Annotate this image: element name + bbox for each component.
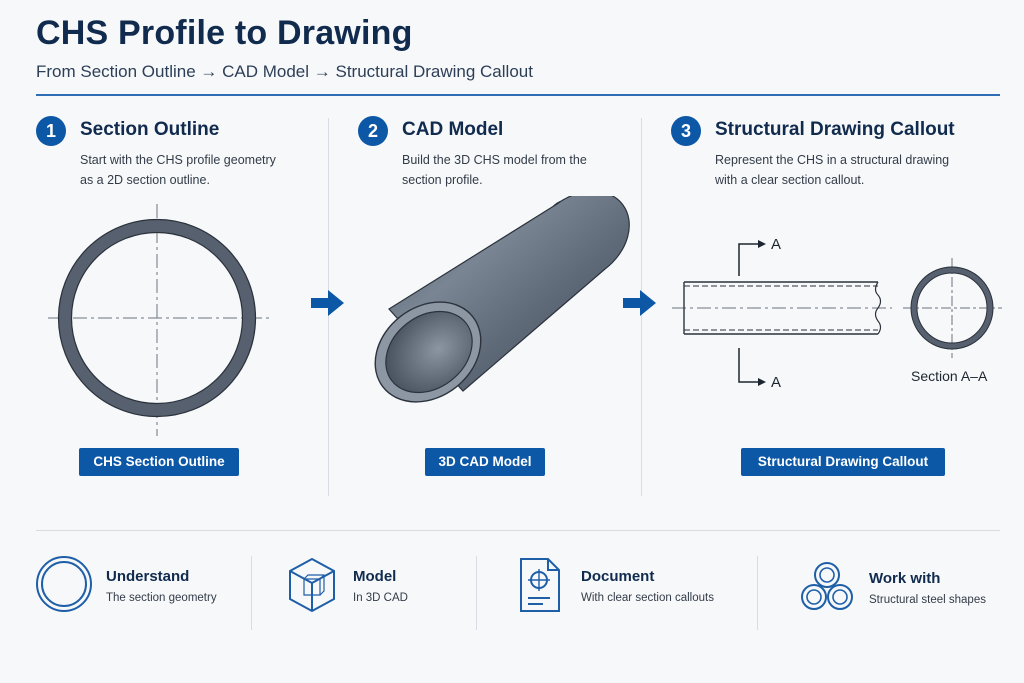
step-3-number: 3: [671, 116, 701, 146]
step-1-title: Section Outline: [80, 119, 220, 140]
page-subtitle: From Section Outline → CAD Model → Struc…: [36, 62, 533, 81]
feature-document-desc: With clear section callouts: [581, 592, 714, 604]
chs-section-outline-label: CHS Section Outline: [79, 448, 239, 476]
step-1-desc-line2: as a 2D section outline.: [80, 173, 210, 187]
section-cut-marker-top: [738, 243, 758, 276]
step-3-desc-line1: Represent the CHS in a structural drawin…: [715, 153, 950, 167]
step-1-desc-line1: Start with the CHS profile geometry: [80, 153, 276, 167]
section-ring: [58, 219, 256, 417]
feature-work-with-desc: Structural steel shapes: [869, 594, 986, 606]
section-cut-marker-bottom: [738, 348, 758, 383]
pipe-stack-icon: [801, 562, 853, 610]
page-title: CHS Profile to Drawing: [36, 14, 413, 52]
features-divider: [36, 530, 1000, 531]
feature-divider-1: [251, 556, 252, 630]
cut-label-top: A: [771, 236, 782, 253]
structural-drawing-callout-label: Structural Drawing Callout: [741, 448, 945, 476]
feature-model-title: Model: [353, 568, 397, 585]
structural-drawing-figure: [672, 240, 1002, 386]
3d-cad-model-label: 3D CAD Model: [425, 448, 545, 476]
feature-model-desc: In 3D CAD: [353, 592, 408, 604]
feature-divider-2: [476, 556, 477, 630]
feature-divider-3: [757, 556, 758, 630]
step-3-description: Represent the CHS in a structural drawin…: [715, 150, 949, 190]
step-2-desc-line2: section profile.: [402, 173, 483, 187]
ring-icon: [36, 556, 92, 612]
step-2-desc-line1: Build the 3D CHS model from the: [402, 153, 587, 167]
step-2-number: 2: [358, 116, 388, 146]
step-1-description: Start with the CHS profile geometry as a…: [80, 150, 276, 190]
step-3-title: Structural Drawing Callout: [715, 119, 955, 140]
feature-document-title: Document: [581, 568, 655, 585]
arrow-right-icon: [311, 290, 344, 316]
section-a-a-ring: [911, 267, 993, 349]
break-line: [874, 281, 882, 335]
near-end-bore: [385, 310, 473, 394]
cut-label-bottom: A: [771, 374, 782, 391]
chs-3d-model-figure: [374, 196, 630, 403]
step-2-description: Build the 3D CHS model from the section …: [402, 150, 587, 190]
feature-understand-title: Understand: [106, 568, 190, 585]
chs-section-outline-figure: [48, 204, 272, 436]
step-3-desc-line2: with a clear section callout.: [715, 173, 865, 187]
document-icon: [520, 558, 560, 612]
title-divider: [36, 94, 1000, 96]
feature-work-with-title: Work with: [869, 570, 941, 587]
step-1-number: 1: [36, 116, 66, 146]
arrow-right-icon: [623, 290, 656, 316]
cube-icon: [289, 557, 335, 613]
feature-understand-desc: The section geometry: [106, 592, 217, 604]
section-a-a-label: Section A–A: [911, 368, 988, 384]
step-2-title: CAD Model: [402, 119, 504, 140]
